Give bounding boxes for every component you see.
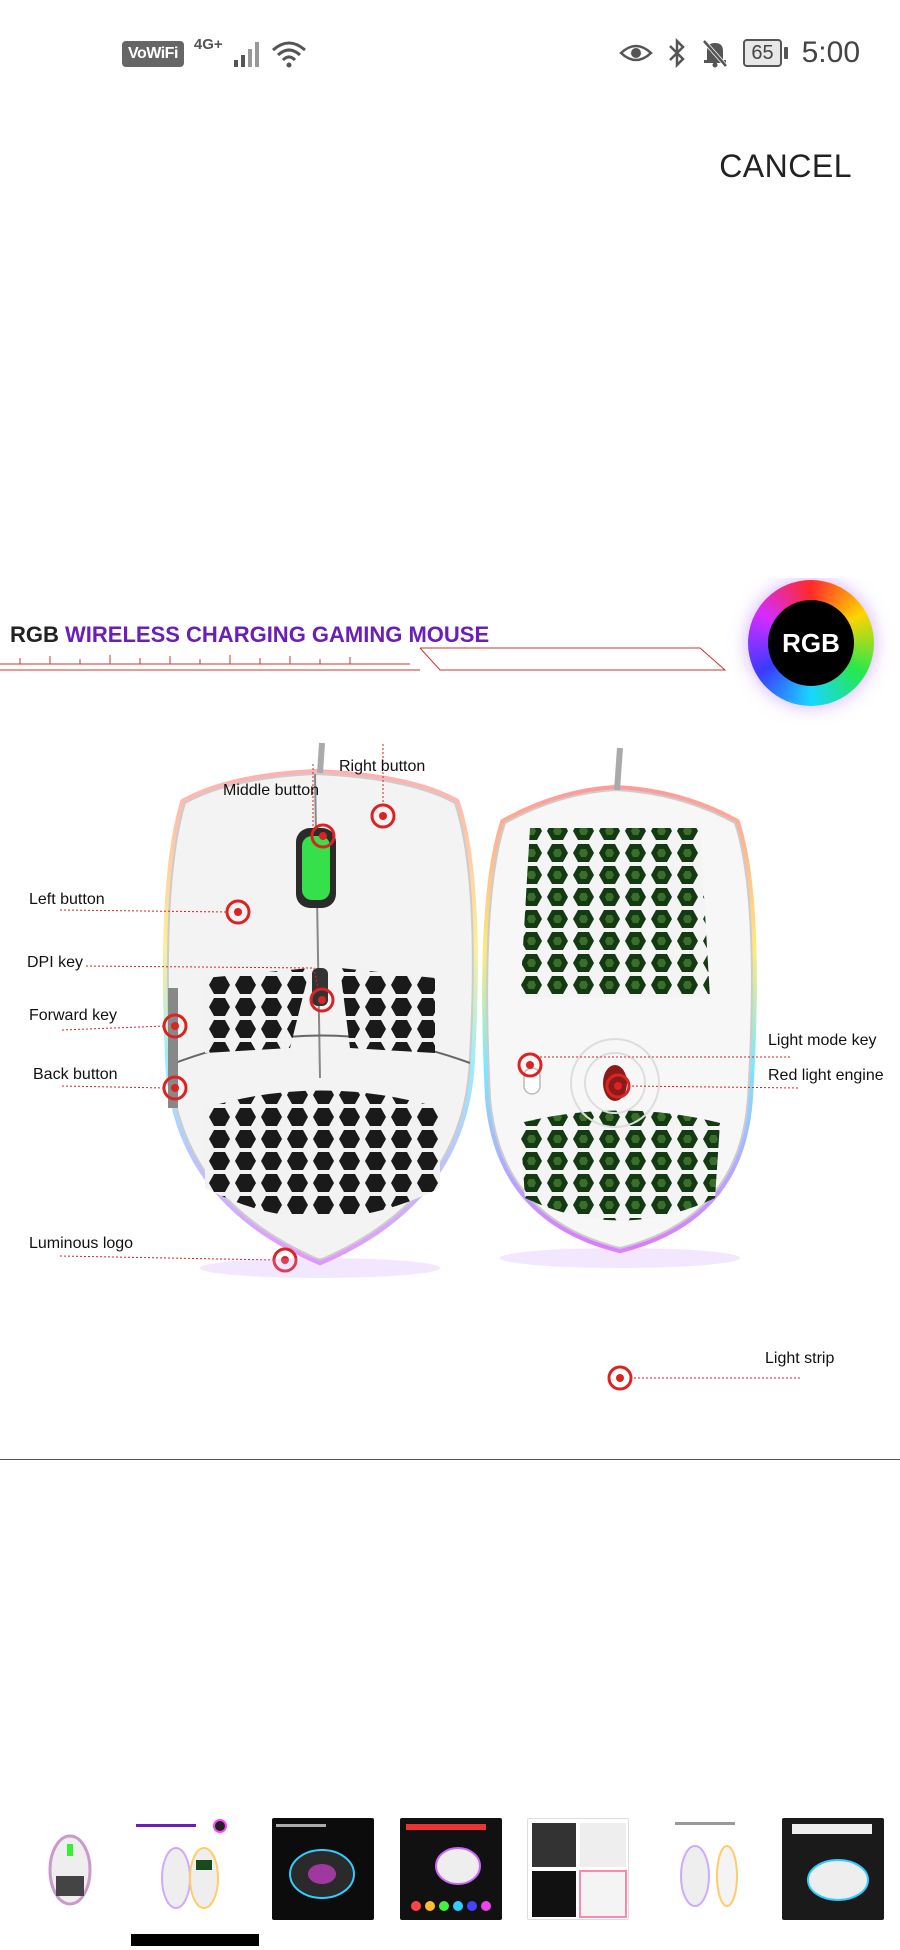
thumbnail-3-image — [276, 1824, 355, 1899]
callout-dpi-key: DPI key — [27, 954, 84, 971]
callout-right-button: Right button — [339, 758, 426, 775]
callout-light-strip: Light strip — [765, 1350, 835, 1367]
thumbnail-1[interactable] — [30, 1818, 132, 1920]
thumbnail-1-image — [48, 1834, 92, 1906]
callout-markers — [162, 803, 633, 1391]
signal-icon — [233, 42, 259, 67]
callout-leader-lines — [59, 743, 801, 1379]
rgb-badge: RGB — [748, 580, 874, 706]
selected-thumbnail-indicator — [131, 1934, 259, 1946]
thumbnail-5[interactable] — [527, 1818, 629, 1920]
left-mouse — [162, 742, 478, 1266]
network-type: 4G+ — [193, 35, 223, 53]
callout-light-mode-key: Light mode key — [768, 1032, 877, 1049]
rgb-badge-label: RGB — [768, 600, 854, 686]
status-bar: VoWiFi 4G+ 65 — [0, 0, 900, 112]
thumbnail-strip — [0, 1818, 900, 1926]
clock: 5:00 — [801, 36, 860, 69]
callout-forward-key: Forward key — [29, 1007, 118, 1024]
header-tick-marks — [19, 655, 351, 664]
thumbnail-6-image — [675, 1822, 738, 1907]
battery-level: 65 — [743, 39, 782, 67]
thumbnail-3[interactable] — [272, 1818, 374, 1920]
battery-indicator: 65 — [743, 39, 788, 67]
thumbnail-4-image — [406, 1824, 491, 1911]
thumbnail-2-image — [136, 1819, 227, 1909]
callout-marker-dots — [171, 812, 624, 1382]
thumbnail-6[interactable] — [655, 1818, 757, 1920]
callout-left-button: Left button — [29, 891, 105, 908]
status-left: VoWiFi 4G+ — [122, 36, 307, 68]
thumbnail-4[interactable] — [400, 1818, 502, 1920]
eye-icon — [619, 44, 654, 62]
image-title-rest: WIRELESS CHARGING GAMING MOUSE — [65, 622, 490, 647]
image-title-rgb: RGB — [10, 622, 59, 647]
status-right: 65 5:00 — [619, 36, 860, 70]
product-image-viewer[interactable]: RGB WIRELESS CHARGING GAMING MOUSE RGB — [0, 578, 900, 1460]
callout-luminous-logo: Luminous logo — [29, 1235, 134, 1252]
image-title: RGB WIRELESS CHARGING GAMING MOUSE — [10, 622, 489, 648]
wifi-icon — [271, 41, 306, 68]
vowifi-badge: VoWiFi — [122, 41, 184, 67]
thumbnail-2[interactable] — [132, 1818, 234, 1920]
battery-cap — [783, 47, 788, 59]
thumbnail-5-image — [532, 1823, 627, 1918]
callout-middle-button: Middle button — [223, 782, 320, 799]
mute-bell-icon — [702, 39, 728, 68]
right-mouse — [482, 747, 757, 1254]
callout-back-button: Back button — [33, 1066, 118, 1083]
thumbnail-7-image — [792, 1824, 872, 1901]
mouse-illustration — [0, 647, 801, 1391]
thumbnail-7[interactable] — [782, 1818, 884, 1920]
cancel-button[interactable]: CANCEL — [719, 148, 852, 184]
bluetooth-icon — [669, 38, 686, 68]
callout-red-light-engine: Red light engine — [768, 1067, 884, 1084]
